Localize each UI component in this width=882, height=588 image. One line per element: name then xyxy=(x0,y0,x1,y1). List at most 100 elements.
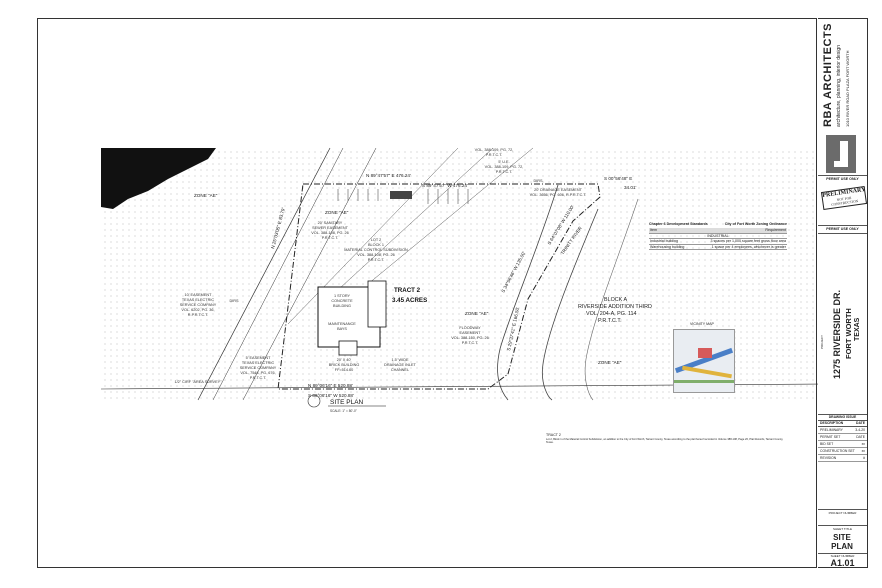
project-label: PROJECT xyxy=(820,334,824,349)
easement-label: R.P.R.T.C.T. xyxy=(188,313,208,317)
project-address: 1275 RIVERSIDE DR. xyxy=(832,289,842,379)
vicinity-map-label: VICINITY MAP xyxy=(690,322,714,326)
sewer-easement-label: VOL. 388-108, PG. 26 xyxy=(311,231,349,235)
project-state: TEXAS xyxy=(854,317,861,341)
zoning-cell: 3 spaces per 1,000 square feet gross flo… xyxy=(710,239,786,244)
lot-label: LOT 2 xyxy=(371,238,381,242)
lot-label: VOL. 388-108, PG. 26 xyxy=(357,253,395,257)
tract-label: TRACT 2 xyxy=(394,287,421,294)
brick-label: BRICK BUILDING xyxy=(329,363,360,367)
issue-desc: REVISION xyxy=(820,456,837,460)
monument-label: 1/2" CIRF "AREA SURVEY" xyxy=(174,380,222,384)
easement-label: TEXAS ELECTRIC xyxy=(182,298,215,302)
acres-label: 3.45 ACRES xyxy=(392,297,427,304)
issue-row: REVISION# xyxy=(818,455,867,462)
firm-name: RBA ARCHITECTS xyxy=(822,23,834,127)
project-city: FORT WORTH xyxy=(844,308,853,359)
river-bank-west xyxy=(497,184,559,401)
sewer-easement-label: SEWER EASEMENT xyxy=(312,226,349,230)
drawing-sheet: ZONE "AE" ZONE "AE" ZONE "AE" ZONE "AE" … xyxy=(37,18,818,568)
drawing-issue-table: DRAWING ISSUE DESCRIPTION DATE PRELIMINA… xyxy=(818,415,867,462)
zoning-cell: Warehousing building xyxy=(650,244,685,249)
zoning-title: Chapter 6 Development Standards xyxy=(649,222,708,226)
issue-desc: CONSTRUCTION SET xyxy=(820,449,855,453)
easement-label: VOL. 7548, PG. 676, xyxy=(240,371,275,375)
monument-label: DIRS xyxy=(229,299,239,303)
sheet-number: A1.01 xyxy=(830,558,855,568)
zone-label: ZONE "AE" xyxy=(325,210,349,215)
reference-label: VOL. 388-109, PG. 72, xyxy=(475,148,514,152)
inlet-label: 1.5' WIDE xyxy=(392,358,409,362)
property-boundary xyxy=(277,183,601,390)
shed-structure xyxy=(390,191,412,199)
issue-date: 3-4-20 xyxy=(855,428,865,432)
zone-label: ZONE "AE" xyxy=(465,311,489,316)
brick-label: 20' X 40' xyxy=(337,358,352,362)
drainage-easement-label: VOL. 3656, PG. 606, R.P.R.T.C.T. xyxy=(530,193,587,197)
sheet-number-label: SHEET NUMBER xyxy=(830,554,855,558)
preliminary-stamp: PRELIMINARY NOT FOR CONSTRUCTION xyxy=(820,186,868,210)
reference-label: P.R.T.C.T. xyxy=(496,170,513,174)
north-arrow xyxy=(307,394,321,408)
easement-label: SERVICE COMPANY xyxy=(240,366,277,370)
sewer-easement-label: 20' SANITARY xyxy=(318,221,343,225)
vicinity-map xyxy=(673,329,735,393)
bearing-top-2: N 89°47'57" E 476.24' xyxy=(366,173,411,178)
inlet-label: DRAINAGE INLET xyxy=(384,363,416,367)
sheet-title-label: SHEET TITLE xyxy=(833,527,852,531)
building-annex xyxy=(367,280,387,328)
building-label: CONCRETE xyxy=(331,299,353,303)
easement-label: P.R.T.C.T. xyxy=(250,376,267,380)
zoning-standards-table: Chapter 6 Development Standards City of … xyxy=(649,222,787,251)
building-label: BUILDING xyxy=(333,304,351,308)
issue-date: xx xyxy=(861,449,865,453)
lot-label: BLOCK 1 xyxy=(368,243,384,247)
zone-label: ZONE "AE" xyxy=(598,360,622,365)
issue-row: CONSTRUCTION SET xx xyxy=(818,448,867,455)
block-a-label: BLOCK A xyxy=(604,297,627,303)
permit-use-label: PERMIT USE ONLY xyxy=(826,177,859,181)
river-bank-far xyxy=(584,198,639,401)
issue-date: DATE xyxy=(856,435,865,439)
monument-label: DIRS xyxy=(533,179,543,183)
zoning-cell: 1 space per 4 employees, whichever is gr… xyxy=(711,244,786,249)
easement-label: 10' EASEMENT xyxy=(185,293,213,297)
tract-note-title: TRACT 2 xyxy=(546,433,561,437)
river-bank-east xyxy=(541,208,599,401)
firm-tagline: architecture, planning, interior design xyxy=(836,45,842,127)
bearing-top: S 89°47'57" W 476.24' xyxy=(422,183,468,188)
easement-label: VOL. 6202, PG. 36, xyxy=(181,308,214,312)
issue-row: PRELIMINARY 3-4-20 xyxy=(818,427,867,434)
brick-label: FF=514.60 xyxy=(335,368,353,372)
zoning-cell: Industrial building xyxy=(650,239,678,244)
zoning-col: Item xyxy=(650,228,657,233)
site-plan-drawing: ZONE "AE" ZONE "AE" ZONE "AE" ZONE "AE" … xyxy=(100,147,818,413)
inlet-label: CHANNEL xyxy=(391,368,409,372)
issue-date: xx xyxy=(861,442,865,446)
zoning-col: Requirement xyxy=(765,228,786,233)
permit-use-label: PERMIT USE ONLY xyxy=(826,227,859,231)
building-label: MAINTENANCE xyxy=(328,322,356,326)
easement-label: TEXAS ELECTRIC xyxy=(242,361,275,365)
floodway-label: EASEMENT xyxy=(460,331,482,335)
easement-label: 5' EASEMENT xyxy=(246,356,271,360)
building-label: 1 STORY xyxy=(334,294,351,298)
floodway-label: P.R.T.C.T. xyxy=(462,341,479,345)
project-number-label: PROJECT NUMBER xyxy=(828,511,857,515)
zone-label: ZONE "AE" xyxy=(194,193,218,198)
lot-label: MATERIAL CONTROL SUBDIVISION xyxy=(344,248,408,252)
zoning-cell: INDUSTRIAL xyxy=(707,233,729,238)
block-a-label: VOL. 204-A, PG. 114 xyxy=(586,311,637,317)
issue-desc: PRELIMINARY xyxy=(820,428,843,432)
zoning-subtitle: City of Fort Worth Zoning Ordinance xyxy=(724,222,787,226)
reference-label: 5' U.E. xyxy=(498,160,509,164)
floodway-label: FLOODWAY xyxy=(459,326,481,330)
drawing-issue-title: DRAWING ISSUE xyxy=(818,415,867,421)
tract-note: Lot 2, Block 1 of the Material Control S… xyxy=(546,438,784,445)
issue-col: DATE xyxy=(856,421,865,425)
floodway-label: VOL. 388-150, PG. 26 xyxy=(451,336,489,340)
neighbor-building-mass xyxy=(101,148,216,209)
block-a-label: RIVERSIDE ADDITION THIRD xyxy=(578,304,652,310)
